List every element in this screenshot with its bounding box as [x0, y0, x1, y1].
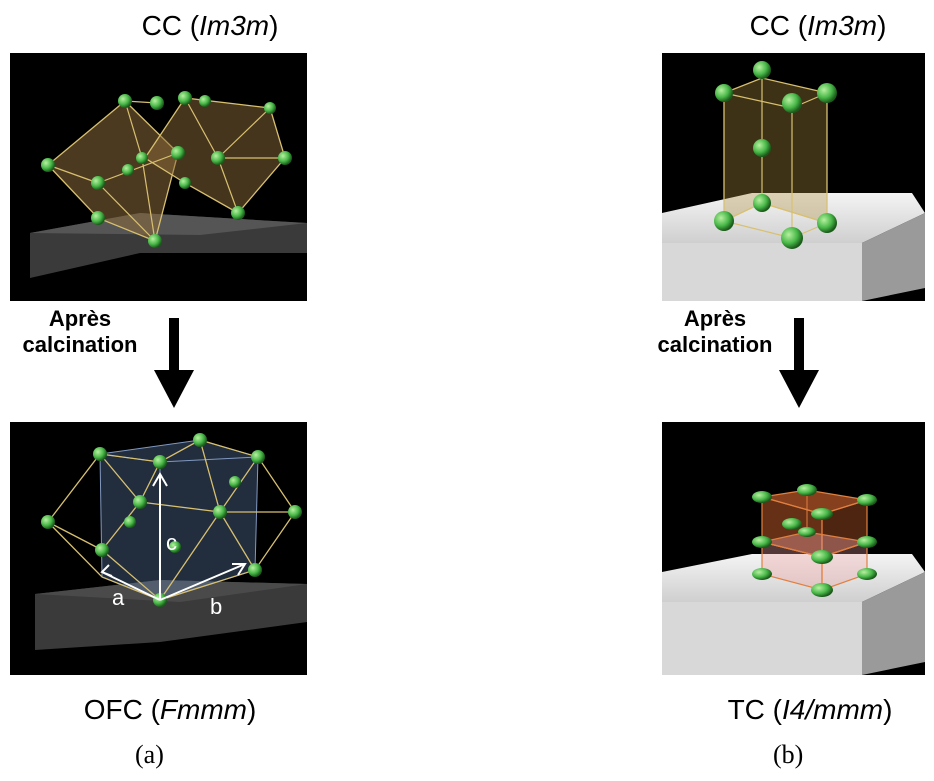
axis-a-label: a: [112, 585, 125, 610]
bottom-caption-b: TC (I4/mmm): [727, 694, 893, 725]
ofc-structure-image-a: c a b: [10, 422, 307, 675]
tc-structure-image-b: [662, 422, 925, 675]
bottom-caption-a: OFC (Fmmm): [83, 694, 257, 725]
bcc-structure-image-a: [10, 53, 307, 301]
axis-c-label: c: [166, 530, 177, 555]
panel-label-a: (a): [135, 740, 164, 769]
panel-label-b: (b): [773, 740, 804, 769]
down-arrow-a: [154, 318, 194, 408]
down-arrow-b: [779, 318, 819, 408]
bcc-structure-image-b: [662, 53, 925, 301]
top-caption-b: CC (Im3m): [749, 10, 887, 41]
process-label-a: Après calcination: [22, 306, 138, 357]
process-label-b: Après calcination: [657, 306, 773, 357]
axis-b-label: b: [210, 594, 222, 619]
top-caption-a: CC (Im3m): [141, 10, 279, 41]
